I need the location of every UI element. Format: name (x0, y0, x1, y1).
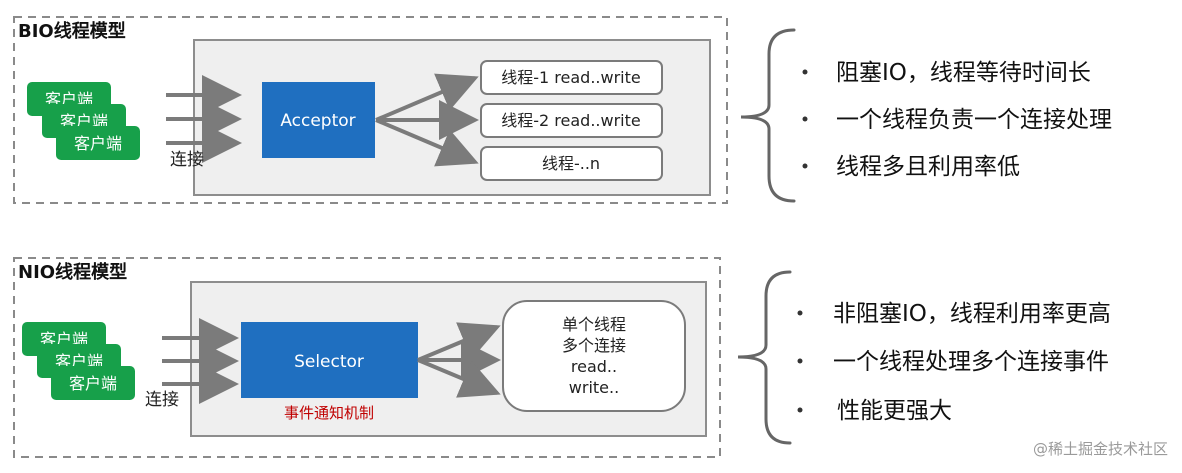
acceptor-arrow-thread-n (375, 118, 479, 167)
bio-client-stack: 客户端 客户端 客户端 (27, 82, 140, 160)
bio-bullet-dot-2 (802, 116, 808, 122)
bio-connect-label: 连接 (170, 150, 204, 170)
bio-thread-box-n (480, 146, 663, 181)
nio-bullet-dot-1 (797, 310, 803, 316)
bio-thread-text-2: 线程-2 read..write (501, 111, 640, 130)
nio-worker-box (502, 300, 686, 412)
bio-thread-text-n: 线程-..n (542, 154, 600, 173)
nio-worker-line-1: 单个线程 (562, 315, 626, 334)
nio-title: NIO线程模型 (18, 261, 127, 283)
bio-curly-brace (740, 28, 796, 203)
bio-thread-box-1 (480, 60, 663, 95)
acceptor-label: Acceptor (280, 111, 355, 131)
acceptor-arrow-thread-1 (375, 73, 479, 122)
nio-worker-line-2: 多个连接 (562, 336, 626, 355)
nio-client-card-3 (51, 366, 135, 400)
nio-curly-brace (737, 270, 792, 445)
bio-section: BIO线程模型 客户端 客户端 客户端 连接 Acceptor 线程-1 rea… (13, 16, 728, 204)
bio-title: BIO线程模型 (18, 20, 126, 42)
nio-worker-line-3: read.. (571, 357, 617, 376)
bio-client-text-3: 客户端 (74, 134, 122, 153)
nio-bullet-text-3: 性能更强大 (837, 398, 952, 424)
bio-bullet-dot-3 (802, 163, 808, 169)
watermark-text: @稀土掘金技术社区 (1033, 440, 1168, 458)
nio-bullet-text-2: 一个线程处理多个连接事件 (833, 349, 1109, 375)
acceptor-box (262, 82, 375, 158)
bio-bullet-text-3: 线程多且利用率低 (836, 154, 1020, 180)
bio-bullet-text-2: 一个线程负责一个连接处理 (836, 107, 1112, 133)
nio-bullet-text-1: 非阻塞IO，线程利用率更高 (833, 301, 1111, 327)
nio-client-stack: 客户端 客户端 客户端 (22, 322, 135, 400)
event-notification-label: 事件通知机制 (284, 404, 374, 422)
bio-thread-text-1: 线程-1 read..write (501, 68, 640, 87)
selector-box (241, 322, 418, 398)
nio-bullet-dot-2 (797, 358, 803, 364)
selector-arrow-worker-top (417, 322, 501, 362)
nio-summary: 非阻塞IO，线程利用率更高 一个线程处理多个连接事件 性能更强大 (737, 270, 1111, 445)
nio-bullet-dot-3 (797, 407, 803, 413)
bio-bullet-text-1: 阻塞IO，线程等待时间长 (836, 60, 1091, 86)
nio-client-text-3: 客户端 (69, 374, 117, 393)
bio-client-card-3 (56, 126, 140, 160)
nio-section: NIO线程模型 客户端 客户端 客户端 连接 Selector 事件通知机制 单… (13, 257, 721, 458)
bio-bullet-dot-1 (802, 69, 808, 75)
selector-arrow-worker-bottom (417, 358, 501, 398)
selector-label: Selector (294, 352, 364, 372)
nio-dashed-frame (13, 257, 721, 458)
nio-connect-label: 连接 (145, 390, 179, 410)
bio-thread-box-2 (480, 103, 663, 138)
nio-worker-line-4: write.. (569, 378, 619, 397)
bio-dashed-frame (13, 16, 728, 204)
bio-summary: 阻塞IO，线程等待时间长 一个线程负责一个连接处理 线程多且利用率低 (740, 28, 1112, 203)
